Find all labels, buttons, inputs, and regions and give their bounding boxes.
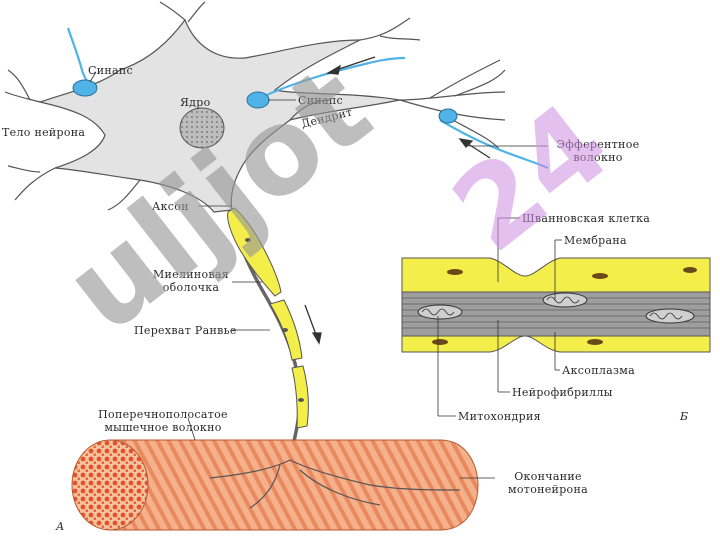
label-schwann: Шванновская клетка xyxy=(522,212,651,225)
label-panel-a: А xyxy=(56,520,65,533)
label-efferent-line2: волокно xyxy=(573,151,623,164)
label-neurofibrils: Нейрофибриллы xyxy=(512,386,613,399)
direction-arrows xyxy=(304,56,491,345)
label-axon: Аксон xyxy=(152,200,189,213)
label-synapse-1: Синапс xyxy=(88,64,133,77)
synapse-1-bulb xyxy=(72,79,98,97)
efferent-bulb xyxy=(438,108,458,124)
nucleus-shape xyxy=(179,107,225,149)
axon-myelin xyxy=(227,207,309,461)
label-synapse-2: Синапс xyxy=(298,94,343,107)
label-ending-line1: Окончание xyxy=(514,470,582,483)
leader-lines xyxy=(89,71,562,479)
label-membrane: Мембрана xyxy=(564,234,627,247)
label-mitochondria: Митохондрия xyxy=(458,410,541,423)
label-nucleus: Ядро xyxy=(180,96,211,109)
synapse-2-bulb xyxy=(246,91,270,109)
label-cell-body: Тело нейрона xyxy=(2,126,86,139)
label-ending-line2: мотонейрона xyxy=(508,483,588,496)
nerve-fiber-detail xyxy=(401,257,711,353)
label-striated-line1: Поперечнополосатое xyxy=(98,408,228,421)
label-striated-line2: мышечное волокно xyxy=(104,421,222,434)
label-myelin-line1: Миелиновая xyxy=(152,268,230,281)
label-panel-b: Б xyxy=(680,410,689,423)
muscle-fiber xyxy=(71,439,479,531)
label-ranvier: Перехват Ранвье xyxy=(134,324,237,337)
label-myelin-line2: оболочка xyxy=(162,281,220,294)
label-axoplasm: Аксоплазма xyxy=(562,364,635,377)
label-efferent-line1: Эфферентное xyxy=(556,138,640,151)
